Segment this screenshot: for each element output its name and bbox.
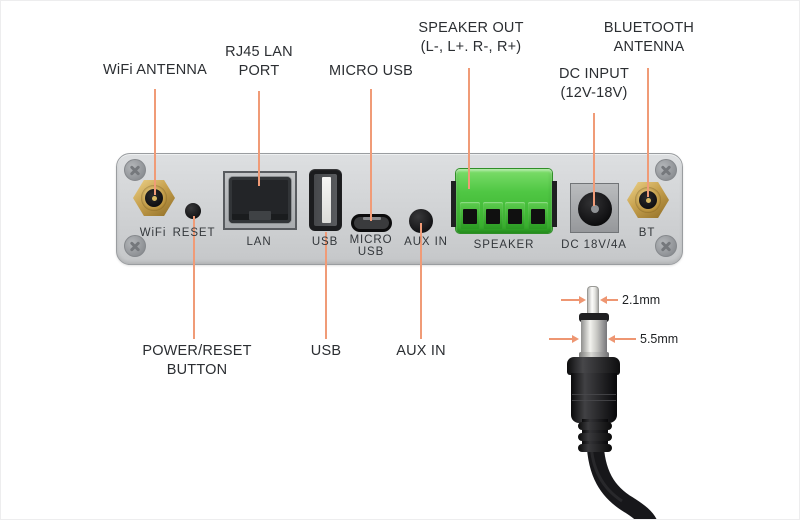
leader-line-dc-input — [593, 113, 595, 206]
reset-button — [185, 203, 201, 219]
callout-text: PORT — [238, 63, 280, 79]
callout-bluetooth-antenna: BLUETOOTH ANTENNA — [604, 19, 694, 57]
micro-usb-slot — [354, 217, 389, 229]
leader-line-micro-usb — [370, 89, 372, 221]
dimension-line — [603, 299, 618, 301]
callout-text: DC INPUT — [558, 66, 630, 82]
speaker-terminal — [527, 202, 548, 229]
leader-line-speaker — [468, 68, 470, 189]
speaker-terminal-block — [451, 169, 557, 233]
plug-rib — [578, 433, 612, 441]
plug-metal-barrel — [581, 320, 607, 355]
port-label-reset: RESET — [172, 227, 216, 239]
speaker-terminals — [460, 202, 548, 229]
callout-text: RJ45 LAN — [225, 44, 293, 60]
plug-rib — [578, 422, 612, 430]
port-label-dc: DC 18V/4A — [561, 239, 627, 251]
leader-line-wifi-antenna — [154, 89, 156, 195]
corner-screw-icon — [655, 159, 677, 181]
plug-rib — [578, 444, 612, 452]
leader-line-rj45 — [258, 91, 260, 186]
callout-text: (L-, L+. R-, R+) — [420, 39, 522, 55]
dimension-arrow-icon — [579, 296, 586, 304]
plug-groove — [572, 394, 616, 395]
plug-inner-pin — [587, 286, 599, 317]
plug-barrel-flare — [579, 352, 609, 358]
usb-a-port — [309, 169, 342, 231]
callout-usb: USB — [311, 342, 341, 361]
port-label-speaker: SPEAKER — [473, 239, 535, 251]
callout-text: MICRO USB — [329, 63, 413, 79]
dimension-line — [611, 338, 636, 340]
callout-text: AUX IN — [396, 343, 446, 359]
dimension-arrow-icon — [600, 296, 607, 304]
usb-tongue — [322, 177, 331, 223]
callout-text: POWER/RESET — [142, 343, 252, 359]
callout-speaker-out: SPEAKER OUT (L-, L+. R-, R+) — [418, 19, 523, 57]
callout-wifi-antenna: WiFi ANTENNA — [103, 61, 207, 80]
port-label-usb: USB — [311, 236, 339, 248]
leader-line-usb — [325, 232, 327, 339]
callout-text: (12V-18V) — [560, 85, 628, 101]
port-label-lan: LAN — [246, 236, 272, 248]
wifi-antenna-connector — [133, 180, 175, 216]
callout-rj45-lan-port: RJ45 LAN PORT — [225, 43, 293, 81]
rj45-socket — [229, 177, 291, 223]
speaker-terminal — [505, 202, 526, 229]
corner-screw-icon — [124, 235, 146, 257]
port-label-wifi: WiFi — [139, 227, 167, 239]
rj45-lan-port — [223, 171, 297, 230]
callout-aux-in: AUX IN — [396, 342, 446, 361]
callout-text: BLUETOOTH — [603, 20, 695, 36]
dc-center-pin — [591, 205, 599, 213]
leader-line-reset — [193, 216, 195, 339]
port-label-bt: BT — [638, 227, 656, 239]
dimension-line — [549, 338, 574, 340]
connector-pin — [152, 196, 157, 201]
leader-line-aux — [420, 223, 422, 339]
corner-screw-icon — [655, 235, 677, 257]
speaker-terminal — [460, 202, 480, 229]
callout-text: ANTENNA — [613, 39, 685, 55]
plug-barrel-rim — [579, 313, 609, 322]
dimension-line — [561, 299, 583, 301]
callout-dc-input: DC INPUT (12V-18V) — [559, 65, 629, 103]
plug-groove — [572, 400, 616, 401]
port-label-aux-in: AUX IN — [404, 236, 448, 248]
callout-text: WiFi ANTENNA — [103, 62, 207, 78]
port-label-micro-usb: MICRO USB — [349, 234, 393, 258]
callout-micro-usb: MICRO USB — [329, 62, 413, 81]
speaker-terminal — [482, 202, 503, 229]
callout-power-reset-button: POWER/RESET BUTTON — [142, 342, 251, 380]
callout-text: BUTTON — [166, 362, 228, 378]
corner-screw-icon — [124, 159, 146, 181]
plug-body-cap — [567, 357, 620, 375]
callout-text: SPEAKER OUT — [418, 20, 524, 36]
connector-pin — [646, 198, 651, 203]
dimension-label-inner-pin: 2.1mm — [622, 293, 661, 307]
plug-body — [571, 373, 617, 423]
callout-text: USB — [310, 343, 342, 359]
leader-line-bluetooth — [647, 68, 649, 197]
dimension-label-outer-barrel: 5.5mm — [640, 332, 679, 346]
dimension-arrow-icon — [608, 335, 615, 343]
dimension-arrow-icon — [572, 335, 579, 343]
